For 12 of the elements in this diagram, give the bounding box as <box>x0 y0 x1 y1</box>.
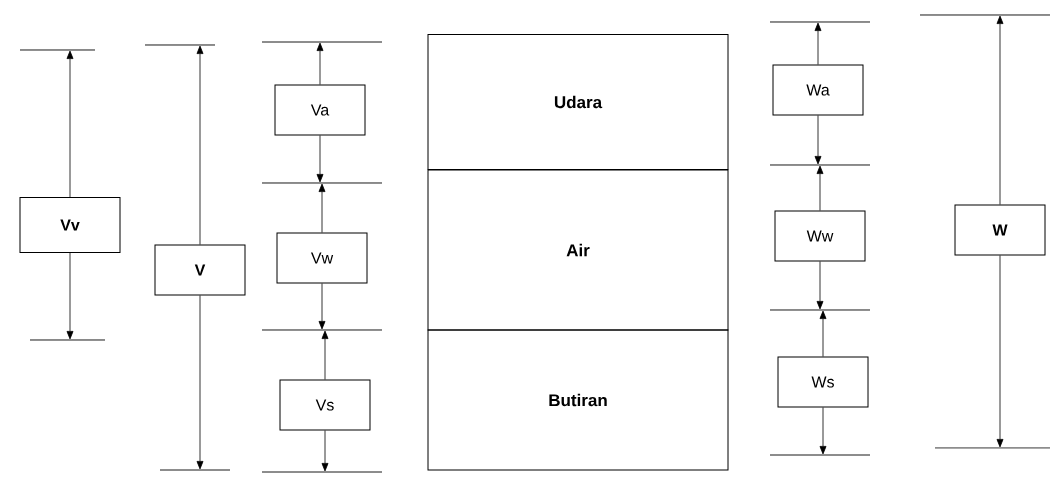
phase-band: Butiran <box>427 329 729 471</box>
label-box: Ww <box>774 210 866 262</box>
label-box: Wa <box>772 64 864 116</box>
label-box: Ws <box>777 356 869 408</box>
phase-band: Udara <box>427 34 729 170</box>
label-box: Vs <box>279 379 371 431</box>
label-box: Vv <box>19 197 121 253</box>
label-box: W <box>954 204 1046 256</box>
phase-band: Air <box>427 169 729 331</box>
label-box: V <box>154 244 246 296</box>
label-box: Va <box>274 84 366 136</box>
label-box: Vw <box>276 232 368 284</box>
